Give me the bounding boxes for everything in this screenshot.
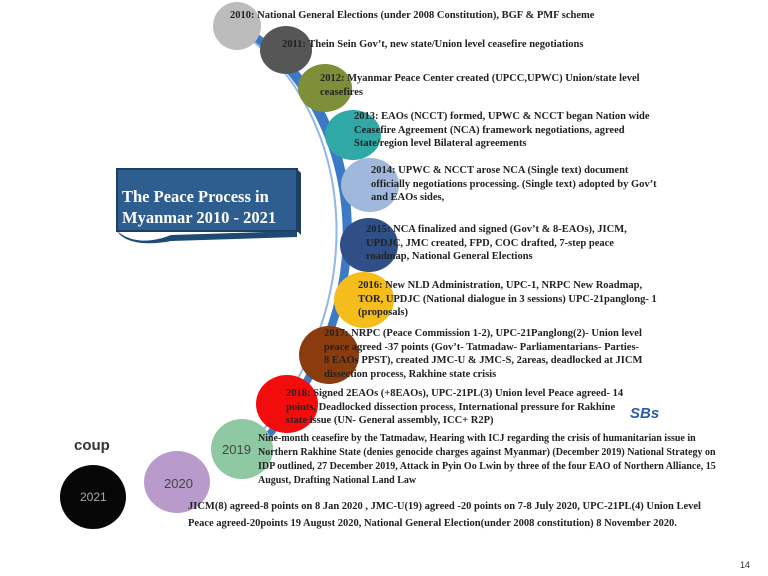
timeline-circle-2013 bbox=[325, 110, 381, 160]
logo: SBs bbox=[630, 405, 660, 422]
timeline-circle-2011 bbox=[260, 26, 312, 74]
banner-title-line1: The Peace Process in bbox=[122, 187, 269, 206]
timeline-text-2018: 2018: Signed 2EAOs (+8EAOs), UPC-21PL(3)… bbox=[286, 388, 624, 426]
timeline-text-2013: 2013: EAOs (NCCT) formed, UPWC & NCCT be… bbox=[354, 111, 650, 149]
timeline-circle-2018 bbox=[256, 375, 318, 433]
timeline-circle-2015 bbox=[340, 218, 398, 272]
timeline-circle-2017 bbox=[299, 326, 359, 384]
timeline-circle-2019 bbox=[211, 419, 273, 479]
timeline-circle-2021 bbox=[60, 465, 126, 529]
banner-title-line2: Myanmar 2010 - 2021 bbox=[122, 208, 277, 227]
timeline-circle-2012 bbox=[298, 64, 352, 112]
timeline-text-2012: 2012: Myanmar Peace Center created (UPCC… bbox=[320, 73, 640, 98]
timeline-text-2017: 2017: NRPC (Peace Commission 1-2), UPC-2… bbox=[324, 328, 643, 380]
title-banner-text: The Peace Process in Myanmar 2010 - 2021 bbox=[122, 186, 302, 228]
timeline-text-2016: 2016: New NLD Administration, UPC-1, NRP… bbox=[358, 280, 657, 318]
timeline-text-2020: JICM(8) agreed-8 points on 8 Jan 2020 , … bbox=[188, 501, 701, 529]
timeline-text-2014: 2014: UPWC & NCCT arose NCA (Single text… bbox=[371, 165, 657, 203]
timeline-text-2015: 2015: NCA finalized and signed (Gov’t & … bbox=[366, 224, 627, 262]
page-number: 14 bbox=[740, 560, 751, 570]
year-label-2021: 2021 bbox=[80, 490, 107, 504]
year-label-2020: 2020 bbox=[164, 476, 193, 491]
timeline-text-2010: 2010: National General Elections (under … bbox=[230, 10, 595, 21]
year-label-2019: 2019 bbox=[222, 442, 251, 457]
timeline-text-2019: Nine-month ceasefire by the Tatmadaw, He… bbox=[258, 433, 716, 486]
title-banner bbox=[116, 168, 301, 244]
timeline-circle-2020 bbox=[144, 451, 210, 513]
timeline-text-2011: 2011: Thein Sein Gov’t, new state/Union … bbox=[282, 39, 584, 50]
timeline-circle-2010 bbox=[213, 2, 261, 50]
timeline-circle-2016 bbox=[334, 272, 394, 328]
coup-label: coup bbox=[74, 437, 110, 454]
timeline-circle-2014 bbox=[341, 158, 399, 212]
